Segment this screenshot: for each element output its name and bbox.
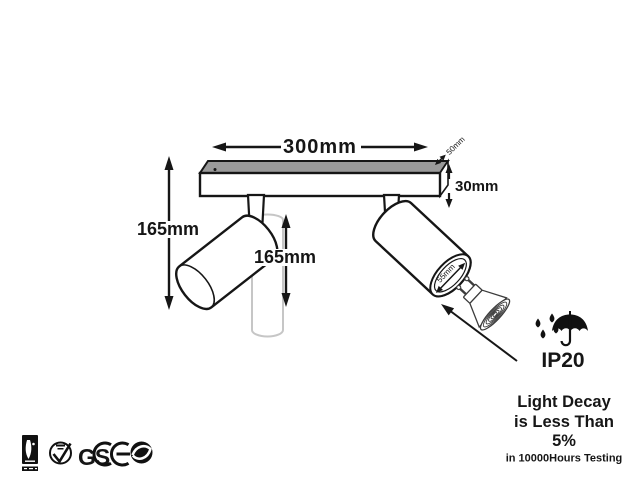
svg-text:165mm: 165mm — [254, 247, 316, 267]
ip-rating-label: IP20 — [541, 349, 584, 372]
dimension-bar-depth: 50mm — [435, 135, 467, 165]
decay-note: in 10000Hours Testing — [506, 453, 623, 465]
dimension-bar-width: 300mm — [212, 136, 428, 158]
light-decay-note: Light Decay is Less Than 5% in 10000Hour… — [506, 393, 623, 465]
green-dot-mark-icon — [130, 441, 153, 464]
circle-check-mark-icon — [49, 441, 72, 465]
mounting-bar — [198, 158, 450, 199]
bar-width-label: 300mm — [283, 136, 357, 158]
rain-drops — [535, 313, 559, 339]
insertion-arrow-icon — [441, 304, 518, 362]
ip-rating-badge: IP20 — [535, 311, 588, 372]
dimension-total-drop: 165mm — [137, 156, 199, 310]
certification-marks: GS — [22, 435, 153, 471]
decay-line-2: is Less Than — [514, 413, 614, 431]
bar-depth-label: 50mm — [444, 135, 466, 157]
dimension-bar-height: 30mm — [445, 164, 498, 208]
gu10-bulb-icon — [456, 276, 511, 331]
ce-mark-icon — [92, 441, 130, 467]
safety-box-mark-icon — [22, 435, 38, 471]
decay-line-1: Light Decay — [517, 393, 611, 411]
decay-line-3: 5% — [552, 432, 576, 450]
bar-height-label: 30mm — [455, 178, 498, 195]
umbrella-rain-icon — [535, 311, 588, 347]
dimension-lamp-length-label: 165mm — [254, 247, 316, 267]
bar-screw-dot — [213, 168, 217, 171]
total-drop-label: 165mm — [137, 219, 199, 239]
